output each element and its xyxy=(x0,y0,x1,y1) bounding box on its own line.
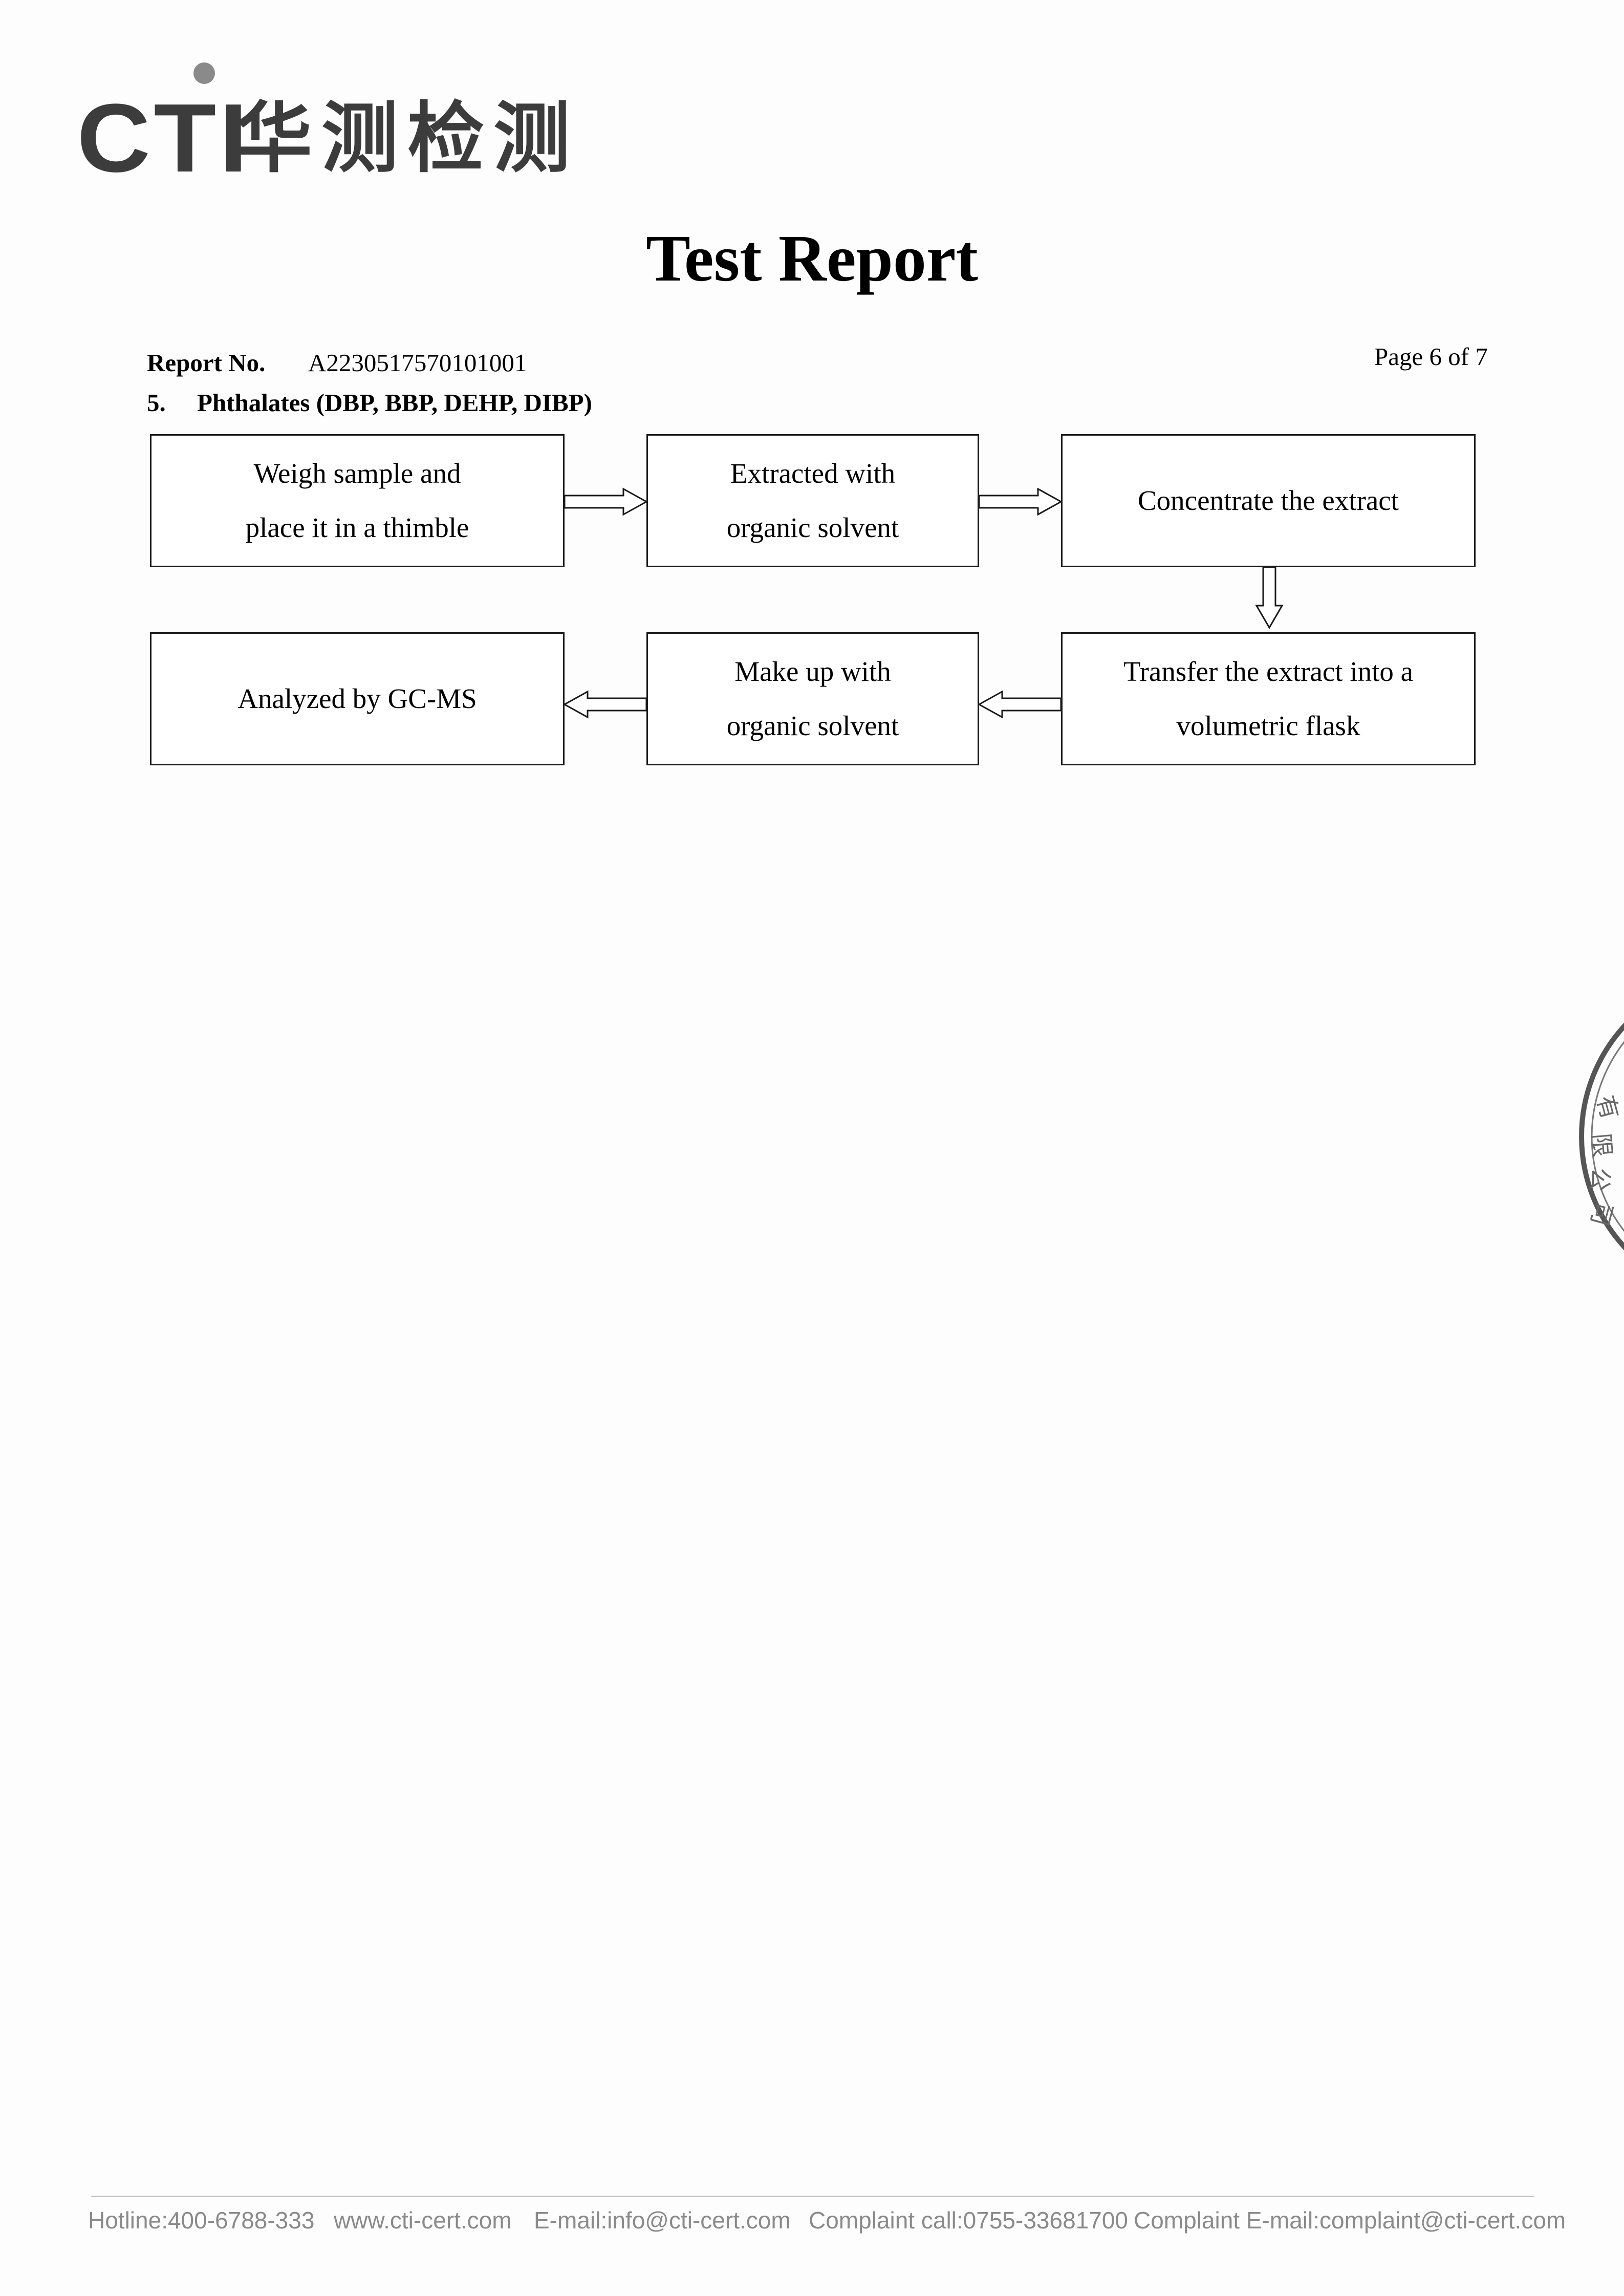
arrow-down-icon xyxy=(1255,566,1284,629)
flow-step-concentrate: Concentrate the extract xyxy=(1061,434,1476,567)
flow-step-transfer: Transfer the extract into a volumetric f… xyxy=(1061,632,1476,765)
arrow-left-icon xyxy=(977,690,1062,719)
flowchart-arrows xyxy=(562,487,1284,719)
footer-complaint-email[interactable]: Complaint E-mail:complaint@cti-cert.com xyxy=(1134,2207,1566,2234)
logo-chinese-name: 华测检测 xyxy=(235,94,580,183)
report-number-value: A2230517570101001 xyxy=(308,349,527,377)
flow-step-make-up: Make up with organic solvent xyxy=(646,632,979,765)
footer-hotline: Hotline:400-6788-333 xyxy=(88,2207,315,2234)
flow-step-extract: Extracted with organic solvent xyxy=(646,434,979,567)
footer-email[interactable]: E-mail:info@cti-cert.com xyxy=(534,2207,791,2234)
flow-step-weigh-sample: Weigh sample and place it in a thimble xyxy=(150,434,565,567)
section-title: Phthalates (DBP, BBP, DEHP, DIBP) xyxy=(197,389,592,417)
footer-website[interactable]: www.cti-cert.com xyxy=(334,2207,512,2234)
flow-step-text: Concentrate the extract xyxy=(1137,485,1399,516)
flow-step-analyze: Analyzed by GC-MS xyxy=(150,632,565,765)
logo-wordmark: CTI xyxy=(77,84,251,192)
flow-step-text: Analyzed by GC-MS xyxy=(237,683,477,714)
company-logo: CTI 华测检测 xyxy=(77,56,599,189)
arrow-left-icon xyxy=(562,690,647,719)
flow-step-text: Transfer the extract into a volumetric f… xyxy=(1123,656,1414,741)
logo-dot-icon xyxy=(193,62,215,84)
footer-complaint-call: Complaint call:0755-33681700 xyxy=(809,2207,1128,2234)
arrow-right-icon xyxy=(978,487,1063,516)
flow-step-text: Make up with organic solvent xyxy=(726,656,899,741)
section-number: 5. xyxy=(147,389,166,417)
svg-text:限: 限 xyxy=(1587,1132,1617,1158)
flow-step-text: Extracted with organic solvent xyxy=(726,458,899,543)
report-number-label: Report No. xyxy=(147,349,266,377)
footer-divider xyxy=(91,2196,1534,2197)
flow-step-text: Weigh sample and place it in a thimble xyxy=(245,458,469,543)
svg-text:司: 司 xyxy=(1585,1199,1618,1229)
page-number: Page 6 of 7 xyxy=(1374,342,1488,371)
page-title: Test Report xyxy=(646,222,978,295)
company-seal-partial: 有 限 公 司 xyxy=(1576,1014,1624,1280)
arrow-right-icon xyxy=(564,487,648,516)
svg-text:公: 公 xyxy=(1585,1167,1615,1193)
